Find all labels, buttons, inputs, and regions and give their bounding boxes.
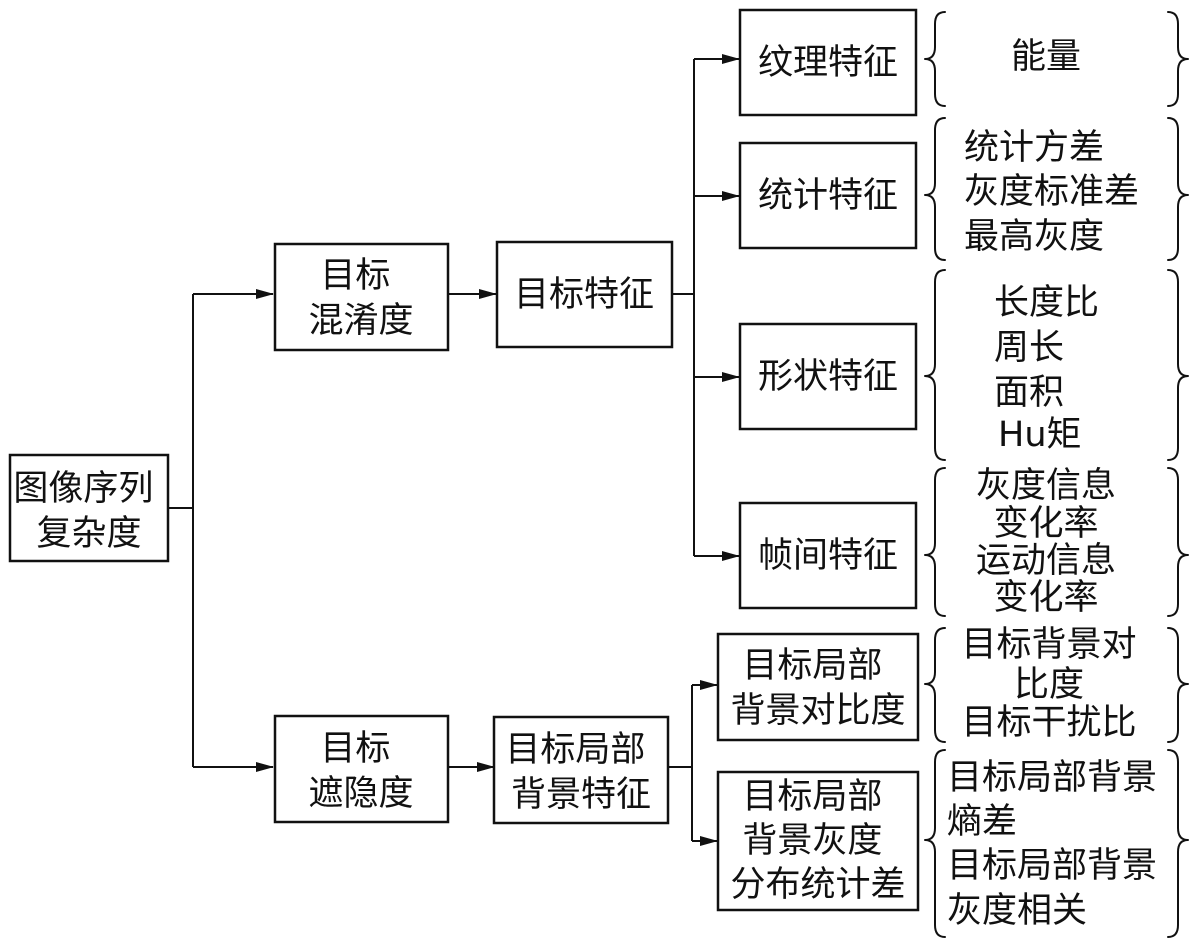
leaf-item: 熵差	[947, 802, 1017, 842]
left-brace	[924, 269, 946, 461]
node-local-background-feature: 目标局部 背景特征	[492, 715, 670, 825]
right-brace	[1167, 117, 1189, 261]
leaf-item: 周长	[994, 328, 1064, 368]
node-label: 目标局部 背景特征	[505, 730, 656, 815]
node-local-background-contrast: 目标局部 背景对比度	[716, 632, 920, 742]
leaf-item: 灰度信息	[976, 466, 1116, 506]
node-label: 目标局部 背景对比度	[730, 646, 905, 731]
node-label-line: 目标特征	[514, 275, 654, 315]
node-box	[738, 141, 918, 250]
leaf-group-shape: 长度比 周长 面积 Hu矩	[994, 283, 1099, 455]
node-box	[495, 240, 674, 349]
node-box	[738, 8, 918, 117]
node-label-line: 背景灰度	[742, 821, 882, 861]
leaf-item: 目标干扰比	[961, 703, 1136, 743]
node-label: 目标 遮隐度	[308, 729, 413, 814]
node-box	[492, 715, 670, 825]
node-label-line: 复杂度	[36, 514, 141, 554]
leaf-item: 目标局部背景	[947, 758, 1157, 798]
right-brace	[1167, 11, 1189, 107]
left-brace	[924, 749, 946, 938]
node-label-line: 目标局部	[742, 646, 882, 686]
node-label-line: 形状特征	[758, 357, 898, 397]
node-label: 目标特征	[514, 275, 654, 315]
leaf-group-gray-distribution: 目标局部背景 熵差 目标局部背景 灰度相关	[947, 758, 1157, 931]
node-texture-feature: 纹理特征	[738, 8, 918, 117]
braces	[924, 11, 1189, 938]
node-label: 帧间特征	[758, 536, 898, 576]
node-box	[273, 714, 450, 824]
node-label-line: 背景对比度	[730, 691, 905, 731]
node-label-line: 纹理特征	[758, 43, 898, 83]
leaf-item: 目标背景对	[961, 625, 1136, 665]
node-label: 目标局部 背景灰度 分布统计差	[730, 777, 905, 905]
right-brace	[1167, 749, 1189, 938]
node-target-occlusion: 目标 遮隐度	[273, 714, 450, 824]
node-label-line: 分布统计差	[730, 865, 905, 905]
right-brace	[1167, 467, 1189, 617]
node-box	[738, 322, 918, 431]
node-label-line: 背景特征	[511, 775, 651, 815]
leaf-item: 面积	[994, 373, 1064, 413]
node-target-feature: 目标特征	[495, 240, 674, 349]
right-brace	[1167, 269, 1189, 461]
leaf-item: 灰度相关	[947, 891, 1087, 931]
leaf-group-interframe: 灰度信息 变化率 运动信息 变化率	[976, 466, 1116, 618]
leaf-item: 变化率	[993, 504, 1098, 544]
node-target-confusion: 目标 混淆度	[273, 242, 450, 352]
node-local-background-gray-distribution: 目标局部 背景灰度 分布统计差	[716, 770, 920, 912]
node-statistic-feature: 统计特征	[738, 141, 918, 250]
node-label-line: 目标局部	[742, 777, 882, 817]
leaf-item: 最高灰度	[964, 217, 1104, 257]
node-label-line: 统计特征	[758, 176, 898, 216]
leaf-item: 运动信息	[976, 541, 1116, 581]
connectors	[168, 54, 740, 846]
node-label: 图像序列 复杂度	[13, 469, 164, 554]
right-brace	[1167, 627, 1189, 743]
node-label-line: 目标局部	[505, 730, 645, 770]
leaf-item: 能量	[1011, 37, 1081, 77]
node-label: 统计特征	[758, 176, 898, 216]
node-box	[8, 453, 170, 563]
node-label-line: 图像序列	[13, 469, 153, 509]
node-interframe-feature: 帧间特征	[738, 501, 918, 610]
node-box	[716, 770, 920, 912]
leaf-group-texture: 能量	[1011, 37, 1081, 77]
node-label: 形状特征	[758, 357, 898, 397]
node-label-line: 帧间特征	[758, 536, 898, 576]
leaf-item: Hu矩	[998, 415, 1082, 455]
leaf-item: 目标局部背景	[947, 846, 1157, 886]
node-label-line: 遮隐度	[308, 774, 413, 814]
node-label: 纹理特征	[758, 43, 898, 83]
node-shape-feature: 形状特征	[738, 322, 918, 431]
node-label: 目标 混淆度	[308, 256, 413, 341]
left-brace	[924, 11, 946, 107]
node-image-sequence-complexity: 图像序列 复杂度	[8, 453, 170, 563]
leaf-item: 统计方差	[964, 128, 1104, 168]
node-label-line: 目标	[320, 729, 390, 769]
left-brace	[924, 627, 946, 743]
node-box	[738, 501, 918, 610]
leaf-group-statistic: 统计方差 灰度标准差 最高灰度	[964, 128, 1139, 257]
leaf-item: 变化率	[993, 578, 1098, 618]
left-brace	[924, 117, 946, 261]
leaf-item: 比度	[1014, 665, 1084, 705]
node-label-line: 混淆度	[308, 301, 413, 341]
leaf-item: 长度比	[994, 283, 1099, 323]
node-box	[716, 632, 920, 742]
node-box	[273, 242, 450, 352]
left-brace	[924, 467, 946, 617]
leaf-item: 灰度标准差	[964, 172, 1139, 212]
leaf-group-contrast: 目标背景对 比度 目标干扰比	[961, 625, 1136, 743]
node-label-line: 目标	[320, 256, 390, 296]
